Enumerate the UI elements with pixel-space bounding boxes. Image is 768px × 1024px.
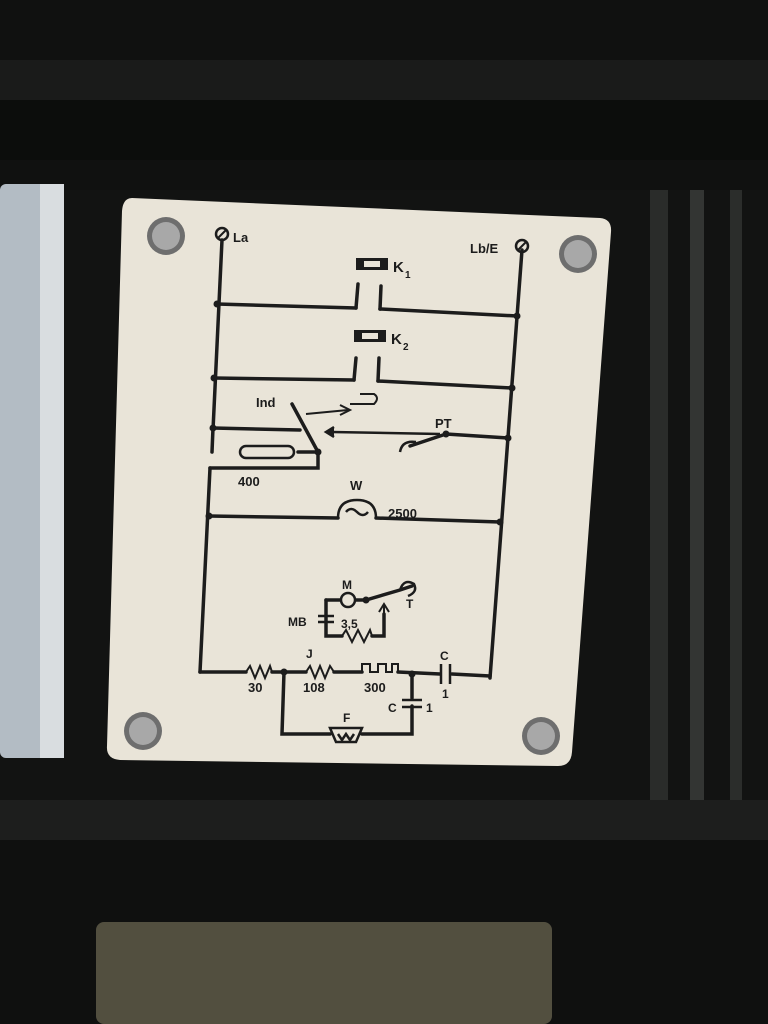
- circuit-nodes: [205, 300, 521, 678]
- resistor-300-icon: [361, 663, 399, 673]
- label-mb: MB: [288, 615, 307, 629]
- plate-body: [106, 198, 612, 766]
- motor-m-icon: [339, 591, 357, 609]
- label-m: M: [342, 578, 352, 592]
- label-30: 30: [248, 680, 262, 695]
- fuse-loop-wire: [280, 670, 414, 736]
- label-k1-sub: 1: [405, 270, 411, 281]
- label-c-top-val: 1: [442, 687, 449, 701]
- label-ind: Ind: [256, 395, 276, 410]
- label-w: W: [350, 478, 363, 493]
- indicator-lever-icon: [305, 393, 378, 416]
- terminal-lbe-icon: [514, 238, 530, 254]
- label-t: T: [406, 597, 414, 611]
- label-k2-sub: 2: [403, 342, 409, 353]
- left-rail-lower-wire: [198, 466, 212, 674]
- label-pt: PT: [435, 416, 452, 431]
- pt-arrow-icon: [323, 425, 441, 453]
- relay-k1-icon: [356, 258, 388, 270]
- label-j: J: [306, 647, 313, 661]
- label-k2: K: [391, 331, 402, 348]
- terminal-la-icon: [214, 226, 230, 242]
- screw-bottom-left: [124, 712, 162, 750]
- heater-branch-wire: [207, 514, 502, 524]
- label-f: F: [343, 711, 350, 725]
- resistor-35-icon: [341, 627, 373, 645]
- k2-contact-wire: [352, 356, 381, 383]
- thermal-element-400-icon: [238, 444, 296, 460]
- capacitor-c-bottom-icon: [402, 698, 422, 709]
- resistor-30-icon: [245, 663, 273, 681]
- k2-branch-wire: [212, 376, 514, 390]
- label-c-top: C: [440, 649, 449, 663]
- label-k1: K: [393, 259, 404, 276]
- label-35: 3,5: [341, 617, 358, 631]
- bottom-ledge: [0, 800, 768, 840]
- screw-bottom-right: [522, 717, 560, 755]
- screw-top-right: [559, 235, 597, 273]
- heater-w-icon: [336, 498, 378, 519]
- resistor-108-icon: [305, 663, 335, 681]
- pt-switch-blade: [408, 432, 448, 448]
- label-108: 108: [303, 680, 325, 695]
- label-lbe: Lb/E: [470, 241, 498, 256]
- thermostat-arrow-icon: [378, 602, 390, 622]
- left-metal-edge: [40, 184, 64, 758]
- lower-plate-blurred: [96, 922, 552, 1024]
- fuse-f-icon: [328, 726, 364, 744]
- ind-branch-wire: [211, 426, 302, 432]
- thermostat-t-icon: [398, 580, 417, 598]
- capacitor-c-top-icon: [439, 664, 452, 684]
- k1-contact-wire: [354, 282, 383, 311]
- label-2500: 2500: [388, 506, 417, 521]
- label-300: 300: [364, 680, 386, 695]
- right-rib-1: [650, 190, 668, 830]
- pt-branch-wire: [444, 432, 510, 440]
- thermal-400-wire: [208, 426, 320, 470]
- top-rail-shadow: [0, 100, 768, 160]
- ind-switch-blade: [290, 402, 320, 454]
- screw-top-left: [147, 217, 185, 255]
- relay-k2-icon: [354, 330, 386, 342]
- k1-branch-wire: [215, 302, 519, 318]
- label-c-bottom-val: 1: [426, 701, 433, 715]
- label-la: La: [233, 230, 249, 245]
- right-rib-3: [730, 190, 742, 830]
- top-rail: [0, 60, 768, 100]
- label-c-bottom: C: [388, 701, 397, 715]
- bottom-series-wire: [198, 670, 492, 678]
- right-rib-2: [690, 190, 704, 830]
- capacitor-mb-icon: [318, 614, 334, 624]
- label-400: 400: [238, 474, 260, 489]
- left-rail-wire: [211, 238, 224, 432]
- right-rail-wire: [488, 248, 524, 680]
